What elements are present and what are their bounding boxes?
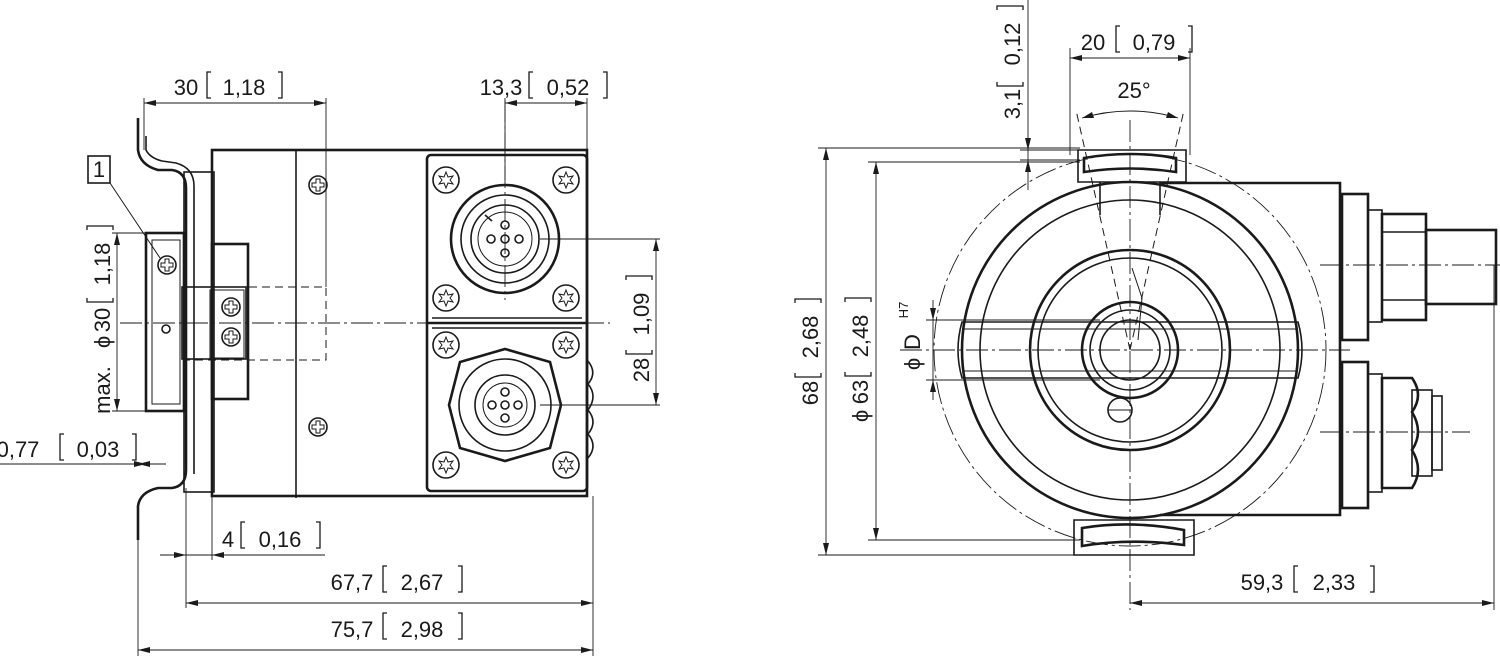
dim-max30-prefix: max.: [90, 366, 115, 414]
dim-63-symbol: ϕ: [848, 410, 873, 422]
callout-number: 1: [93, 157, 105, 182]
dim-63-inch: 2,48: [848, 315, 873, 358]
dimension-max-30: max. ϕ 30 1,18: [86, 225, 150, 414]
dimension-4: 4 0,16: [160, 488, 325, 608]
dim-4-value: 4: [222, 527, 234, 552]
dim-max30-inch: 1,18: [90, 243, 115, 286]
dim-593-value: 59,3: [1241, 570, 1284, 595]
side-view: [120, 100, 660, 540]
dim-31-inch: 0,12: [1000, 23, 1025, 66]
bore-D: D: [900, 334, 925, 350]
dim-757-inch: 2,98: [401, 617, 444, 642]
dimension-bore-D: ϕ D H7: [896, 300, 1100, 400]
callout-1: 1: [87, 155, 161, 259]
angle-25: 25°: [1117, 78, 1150, 103]
dim-68-inch: 2,68: [798, 316, 823, 359]
dim-077-inch: 0,03: [77, 437, 120, 462]
dimension-59-3: 59,3 2,33: [1130, 265, 1495, 610]
cable-gland-bottom: [1340, 360, 1443, 510]
dim-20-inch: 0,79: [1133, 30, 1176, 55]
bore-symbol: ϕ: [900, 358, 925, 370]
cable-gland-top: [1340, 192, 1498, 342]
dim-max30-symbol: ϕ: [90, 336, 115, 348]
dimension-3-1: 3,1 0,12: [996, 0, 1080, 190]
dimension-25deg: 25°: [1081, 78, 1179, 119]
dimension-63: ϕ 63 2,48: [844, 161, 1080, 541]
dim-757-value: 75,7: [331, 617, 374, 642]
dim-677-value: 67,7: [331, 570, 374, 595]
dim-13-value: 13,3: [480, 75, 523, 100]
dimension-67-7: 67,7 2,67: [186, 496, 594, 656]
dimension-75-7: 75,7 2,98: [137, 540, 593, 656]
dimension-20: 20 0,79: [1069, 25, 1193, 155]
dim-13-inch: 0,52: [547, 75, 590, 100]
dim-593-inch: 2,33: [1313, 570, 1356, 595]
dimension-28: 28 1,09: [625, 239, 659, 405]
dimension-0-77: 0,77 0,03: [0, 433, 166, 467]
front-view: [900, 109, 1500, 610]
dimension-30-top: 30 1,18: [143, 71, 327, 287]
dim-63-value: 63: [848, 380, 873, 404]
dim-30-value: 30: [174, 75, 198, 100]
dim-30-inch: 1,18: [223, 75, 266, 100]
dim-max30-value: 30: [90, 308, 115, 332]
dim-31-value: 3,1: [1000, 89, 1025, 120]
dim-20-value: 20: [1081, 30, 1105, 55]
clamp-screw-icon: [157, 255, 177, 275]
housing-screw-top-icon: [308, 175, 328, 195]
bore-tolerance: H7: [896, 302, 911, 319]
dim-077-value: 0,77: [0, 437, 39, 462]
dim-677-inch: 2,67: [401, 570, 444, 595]
housing-screw-bottom-icon: [308, 417, 328, 437]
dim-28-inch: 1,09: [629, 293, 654, 336]
dimension-13-3: 13,3 0,52: [480, 71, 608, 180]
dim-68-value: 68: [798, 381, 823, 405]
dimension-68: 68 2,68: [794, 147, 1080, 556]
dim-28-value: 28: [629, 358, 654, 382]
dim-4-inch: 0,16: [259, 527, 302, 552]
